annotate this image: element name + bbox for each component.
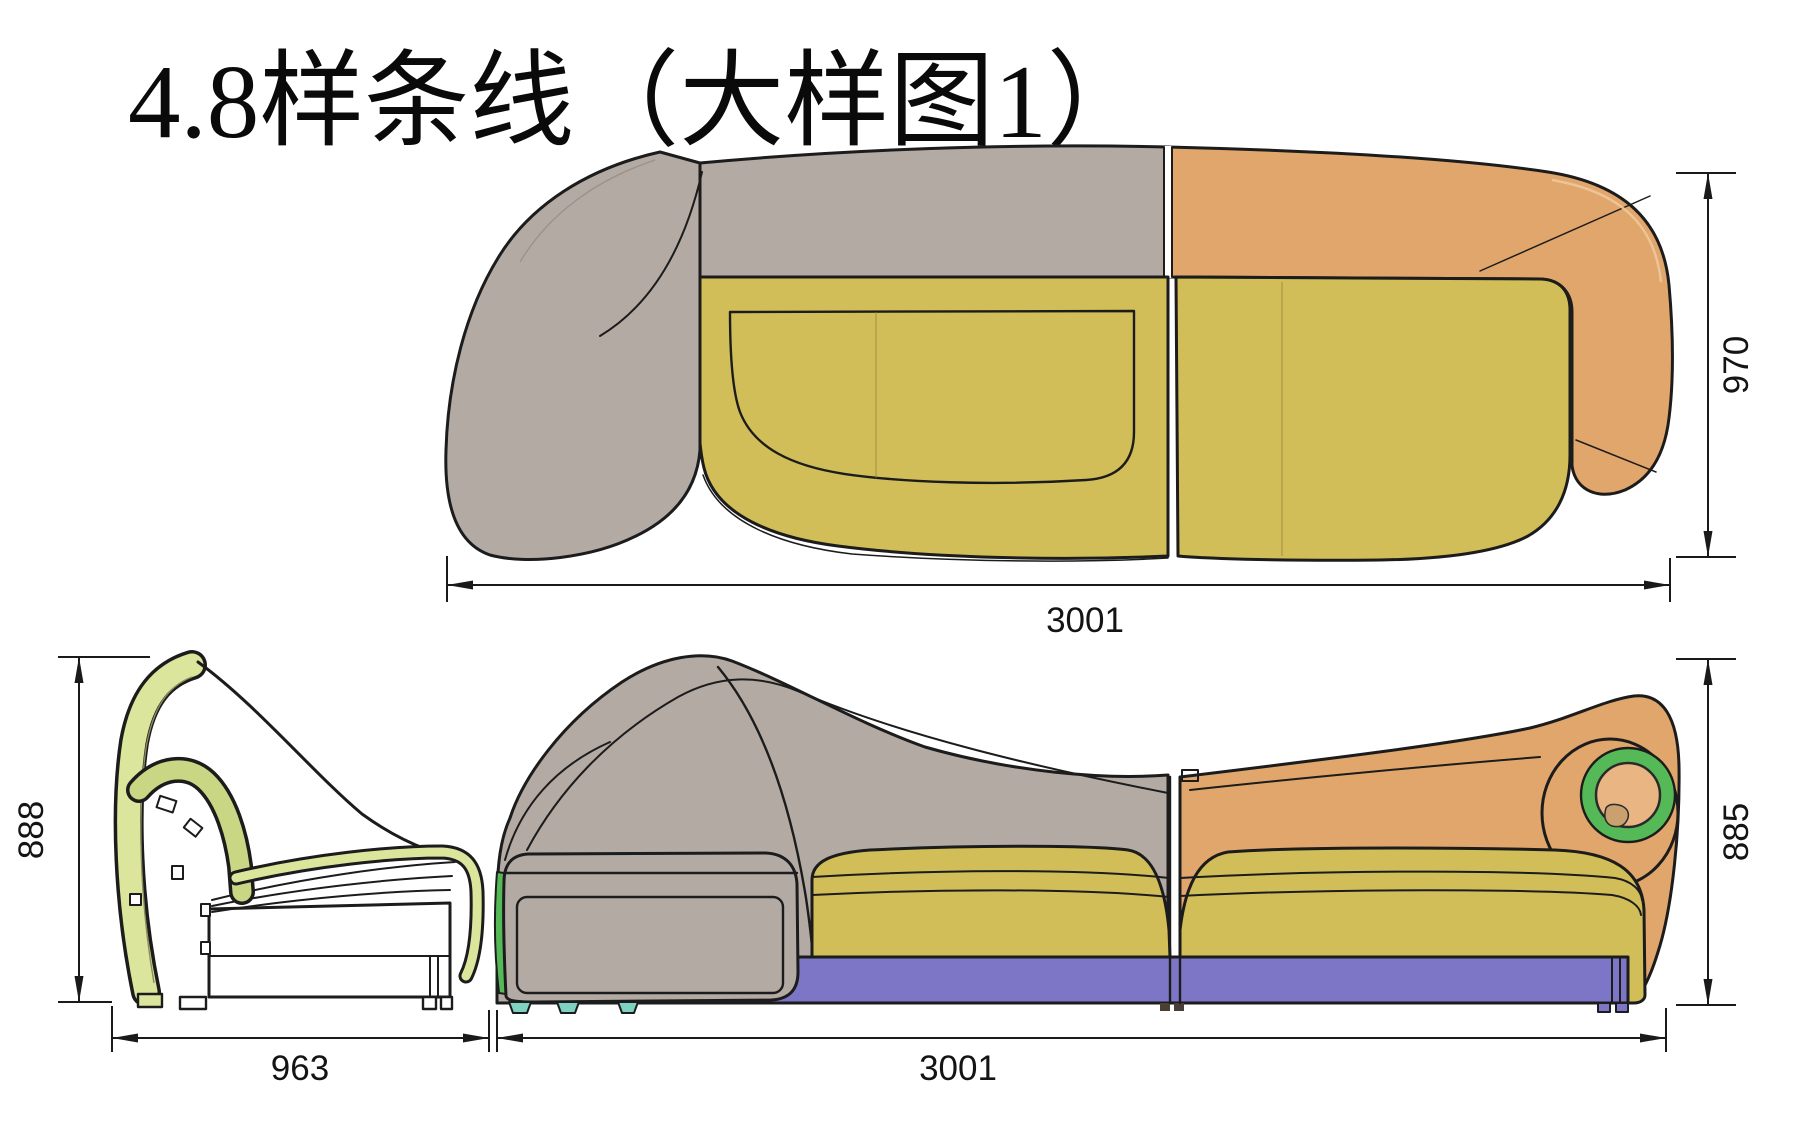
dim-top-depth: 970: [1676, 172, 1756, 558]
front-cushion-right: [1178, 846, 1647, 1005]
top-back-arm-orange: [1166, 145, 1674, 496]
front-cushion-left-seam2: [811, 889, 1170, 898]
top-back-gray: [698, 144, 1170, 279]
top-arm-seam2: [599, 171, 703, 337]
front-cushion-right-seam2: [1179, 889, 1642, 916]
front-center-foot1: [1160, 1003, 1170, 1011]
dim-top-width: 3001: [446, 556, 1671, 640]
side-foot-right2: [439, 995, 454, 1011]
front-cushion-left-seam1: [811, 870, 1170, 879]
top-corner-highlight: [1551, 178, 1663, 283]
top-arm-seam: [1575, 439, 1657, 473]
dim-front-height: 885: [1676, 658, 1756, 1006]
top-arm-seam-faint: [519, 159, 656, 263]
top-arm-gray: [444, 150, 702, 561]
side-joinery-tabs: [129, 794, 211, 955]
top-seat-left: [696, 275, 1170, 560]
dim-side-height-label: 888: [12, 801, 51, 859]
dim-side-depth-label: 963: [271, 1049, 329, 1088]
top-seat-piping: [702, 474, 1169, 562]
front-cushion-left: [810, 844, 1172, 959]
dim-front-width: 3001: [497, 1008, 1667, 1088]
page-title: 4.8样条线（大样图1）: [128, 43, 1152, 160]
top-seat-right: [1174, 275, 1572, 562]
front-center-tab: [1181, 769, 1199, 782]
top-seat-stitch: [728, 309, 1136, 485]
side-slat-3: [211, 889, 451, 913]
front-arm-panel: [515, 895, 785, 995]
side-foot-left: [178, 995, 208, 1011]
front-hump-seam: [526, 678, 1169, 851]
front-base: [661, 955, 1630, 1005]
side-view: [113, 650, 485, 1011]
top-module-gap: [1164, 146, 1172, 278]
front-orange-seam: [1189, 756, 1541, 791]
front-arm-foot1: [508, 1001, 532, 1014]
side-back-band: [117, 653, 204, 1004]
dim-front-width-label: 3001: [919, 1049, 997, 1088]
dim-top-width-label: 3001: [1046, 601, 1124, 640]
front-base-foot1: [1597, 1002, 1611, 1013]
front-center-foot2: [1174, 1003, 1184, 1011]
front-arm-foot2: [556, 1001, 580, 1014]
front-arm-shoulder-seam: [504, 741, 611, 861]
top-view: [444, 144, 1674, 562]
dim-top-depth-label: 970: [1717, 336, 1756, 394]
front-roll-notch: [1604, 803, 1630, 828]
side-arch-band: [129, 760, 252, 902]
front-arm-face: [502, 851, 800, 1004]
front-base-foot2: [1615, 1002, 1629, 1013]
front-view: [493, 654, 1681, 1014]
dimensions: 3001 970 888 963: [12, 172, 1756, 1088]
side-foot-right1: [421, 995, 438, 1011]
front-arm-foot3: [617, 1001, 639, 1014]
side-base-box: [207, 901, 452, 999]
dim-side-depth: 963: [111, 1006, 498, 1088]
front-cushion-right-seam1: [1179, 870, 1643, 901]
side-back-foot: [136, 992, 164, 1009]
side-rail-band: [231, 847, 482, 981]
dim-side-height: 888: [12, 656, 150, 1003]
dim-front-height-label: 885: [1717, 803, 1756, 861]
